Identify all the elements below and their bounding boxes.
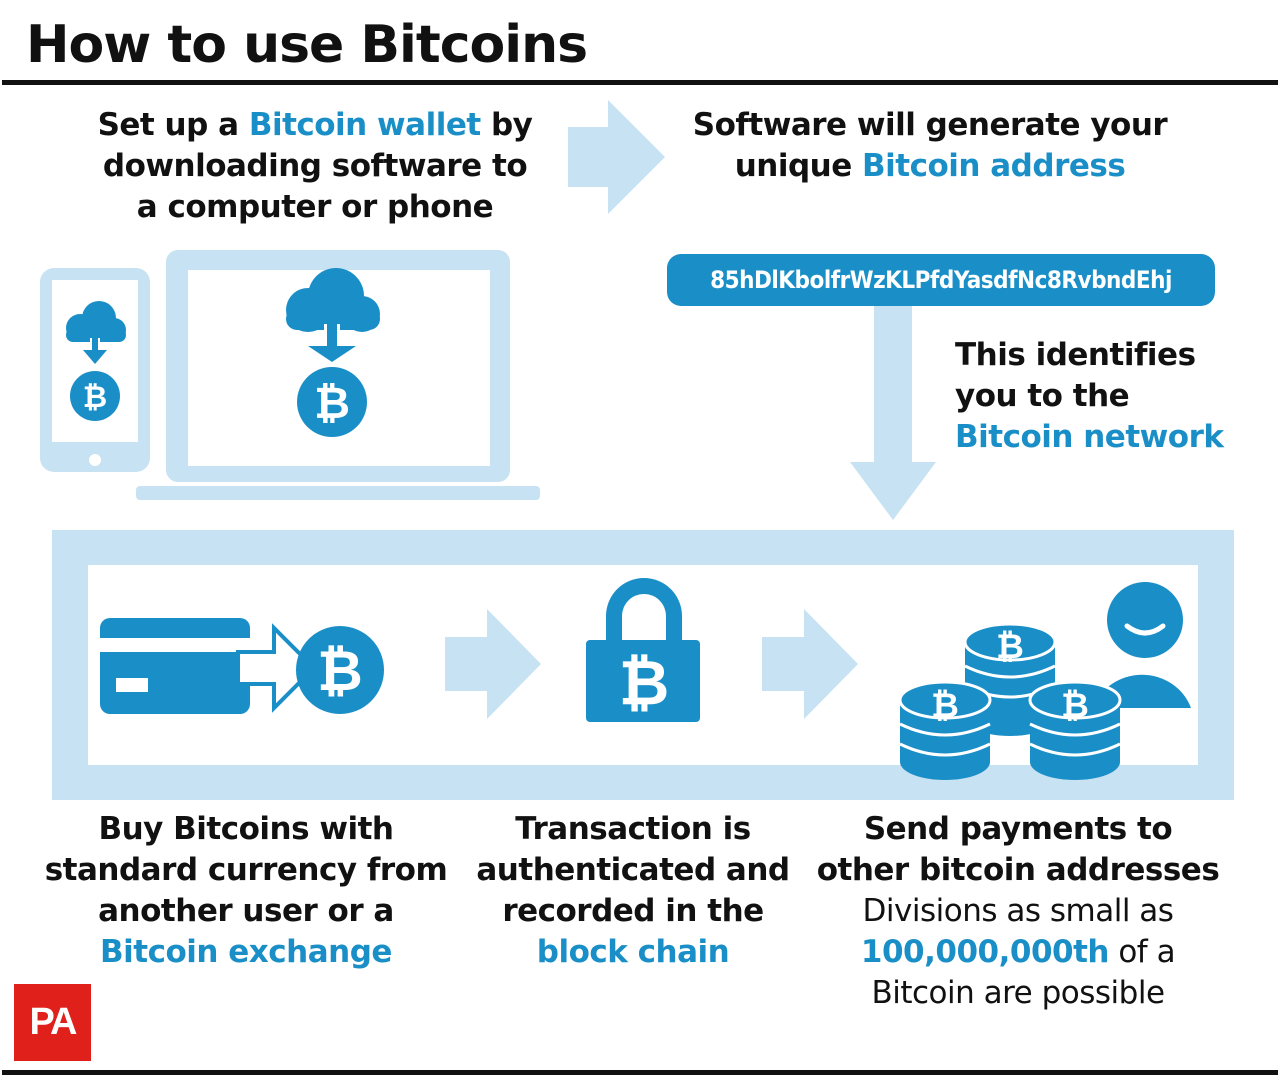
send-line2: other bitcoin addresses (816, 852, 1220, 888)
buy-line3: another user or a (98, 893, 394, 929)
identifies-caption: This identifies you to the Bitcoin netwo… (955, 335, 1245, 458)
buy-line1: Buy Bitcoins with (98, 811, 394, 847)
step2-text: unique (734, 148, 863, 184)
arrow-right-icon (568, 100, 665, 214)
bitcoin-address-field: 85hDlKbolfrWzKLPfdYasdfNc8RvbndEhj (667, 254, 1215, 306)
laptop-icon: ₿ (136, 250, 540, 500)
card-to-bitcoin-illustration: ₿ (100, 618, 384, 714)
top-rule (2, 80, 1278, 85)
svg-text:₿: ₿ (83, 380, 107, 415)
step2-caption: Software will generate your unique Bitco… (680, 105, 1180, 187)
divisions-highlight: 100,000,000th (860, 934, 1110, 970)
transaction-caption: Transaction is authenticated and recorde… (472, 809, 794, 973)
coins-and-person-illustration: ₿ ₿ ₿ (898, 582, 1191, 780)
step2-highlight: Bitcoin address (862, 148, 1126, 184)
transaction-line3: recorded in the (502, 893, 764, 929)
bottom-rule (2, 1070, 1278, 1075)
devices-illustration: ₿ ₿ (40, 250, 540, 500)
pa-logo: PA (14, 984, 91, 1061)
step1-highlight: Bitcoin wallet (248, 107, 481, 143)
credit-card-icon (100, 618, 250, 714)
transaction-highlight: block chain (536, 934, 730, 970)
identifies-highlight: Bitcoin network (955, 419, 1224, 455)
arrow-down-icon (850, 306, 936, 520)
page-title: How to use Bitcoins (26, 15, 588, 75)
step1-text: Set up a (97, 107, 249, 143)
svg-text:₿: ₿ (1061, 686, 1089, 726)
transaction-line2: authenticated and (476, 852, 790, 888)
divisions-line2-end: of a (1108, 934, 1176, 970)
svg-text:₿: ₿ (317, 639, 363, 704)
svg-text:₿: ₿ (619, 646, 670, 719)
bitcoin-coin-icon (296, 626, 384, 714)
step1-caption: Set up a Bitcoin wallet by downloading s… (70, 105, 560, 228)
svg-text:₿: ₿ (996, 627, 1024, 667)
coin-stack-icon: ₿ ₿ ₿ (898, 622, 1122, 780)
identifies-line2: you to the (955, 378, 1130, 414)
arrow-right-icon-2 (445, 609, 541, 719)
send-line1: Send payments to (863, 811, 1173, 847)
arrow-right-icon-3 (762, 609, 858, 719)
step1-text-end: by (480, 107, 533, 143)
buy-caption: Buy Bitcoins with standard currency from… (40, 809, 452, 973)
svg-text:₿: ₿ (314, 378, 350, 429)
padlock-bitcoin-icon: ₿ (586, 578, 700, 722)
send-caption: Send payments to other bitcoin addresses… (808, 809, 1228, 1014)
divisions-line3: Bitcoin are possible (871, 975, 1165, 1011)
buy-line2: standard currency from (44, 852, 448, 888)
phone-icon: ₿ (40, 268, 150, 472)
buy-highlight: Bitcoin exchange (100, 934, 392, 970)
divisions-line1: Divisions as small as (862, 893, 1174, 929)
step1-line2: downloading software to (102, 148, 528, 184)
transaction-line1: Transaction is (515, 811, 751, 847)
step2-line1: Software will generate your (692, 107, 1168, 143)
svg-text:₿: ₿ (931, 686, 959, 726)
step1-line3: a computer or phone (136, 189, 494, 225)
identifies-line1: This identifies (955, 337, 1196, 373)
